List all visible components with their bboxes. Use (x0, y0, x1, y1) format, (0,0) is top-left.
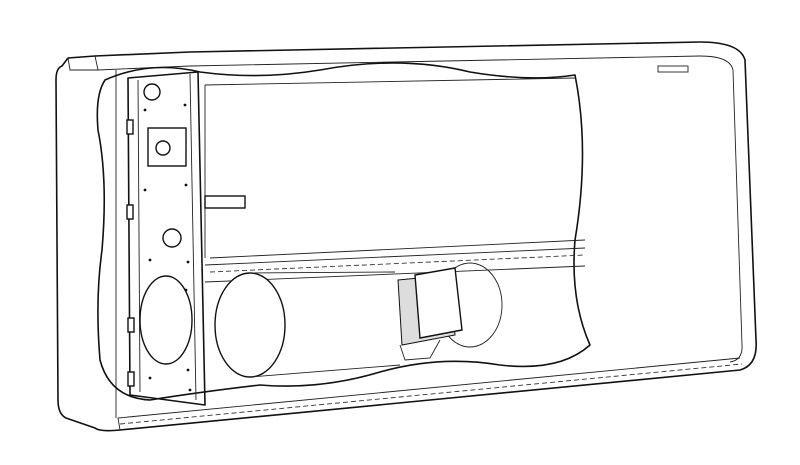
drain-fitting (204, 195, 246, 209)
cutaway-outline (96, 62, 591, 401)
status-indicator (657, 65, 689, 73)
fan-assembly (214, 262, 503, 378)
side-panel (126, 71, 206, 406)
outer-casing (55, 41, 757, 432)
pipe-connection-bottom (162, 228, 182, 248)
pipe-connection-top (143, 83, 161, 101)
heat-exchanger-coil (204, 77, 586, 283)
fan-housing-left (214, 272, 286, 378)
fan-inlet-opening (139, 275, 193, 365)
